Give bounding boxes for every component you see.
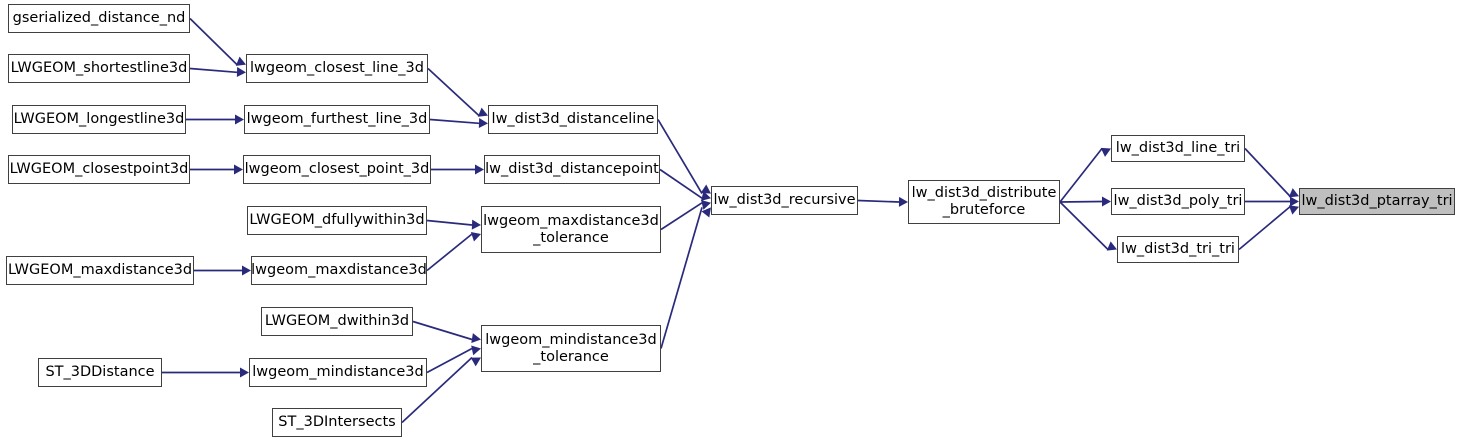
edge-LWGEOM_maxdistance3d-to-lwgeom_maxdistance3d xyxy=(194,265,251,276)
edge-lw_dist3d_line_tri-to-lw_dist3d_ptarray_tri xyxy=(1244,147,1299,198)
node-lwgeom_furthest_line_3d[interactable]: lwgeom_furthest_line_3d xyxy=(244,105,430,134)
edge-LWGEOM_shortestline3d-to-lwgeom_closest_line_3d xyxy=(189,67,246,78)
edge-lwgeom_maxdistance3d_tolerance-to-lw_dist3d_recursive xyxy=(660,200,711,231)
edge-ST_3DDistance-to-lwgeom_mindistance3d xyxy=(162,367,249,378)
node-lwgeom_closest_point_3d[interactable]: lwgeom_closest_point_3d xyxy=(243,155,431,184)
node-lwgeom_maxdistance3d_tolerance[interactable]: lwgeom_maxdistance3d _tolerance xyxy=(481,206,661,253)
edge-lw_dist3d_distribute_bruteforce-to-lw_dist3d_tri_tri xyxy=(1059,201,1117,251)
node-lw_dist3d_recursive[interactable]: lw_dist3d_recursive xyxy=(711,186,858,215)
edge-lw_dist3d_distanceline-to-lw_dist3d_recursive xyxy=(657,119,711,195)
edge-lw_dist3d_poly_tri-to-lw_dist3d_ptarray_tri xyxy=(1245,196,1299,207)
node-LWGEOM_dwithin3d[interactable]: LWGEOM_dwithin3d xyxy=(261,307,413,336)
edge-lwgeom_maxdistance3d-to-lwgeom_maxdistance3d_tolerance xyxy=(426,232,481,272)
node-lw_dist3d_distanceline[interactable]: lw_dist3d_distanceline xyxy=(488,105,658,134)
edge-lwgeom_closest_point_3d-to-lw_dist3d_distancepoint xyxy=(431,164,484,175)
node-ST_3DDistance[interactable]: ST_3DDistance xyxy=(38,358,162,387)
node-LWGEOM_closestpoint3d[interactable]: LWGEOM_closestpoint3d xyxy=(8,155,190,184)
edge-LWGEOM_dfullywithin3d-to-lwgeom_maxdistance3d_tolerance xyxy=(426,219,481,230)
node-gserialized_distance_nd[interactable]: gserialized_distance_nd xyxy=(8,4,190,33)
node-LWGEOM_longestline3d[interactable]: LWGEOM_longestline3d xyxy=(12,105,186,134)
node-lwgeom_closest_line_3d[interactable]: lwgeom_closest_line_3d xyxy=(246,54,428,83)
node-lw_dist3d_distancepoint[interactable]: lw_dist3d_distancepoint xyxy=(484,155,660,184)
edge-lwgeom_closest_line_3d-to-lw_dist3d_distanceline xyxy=(427,67,488,117)
edge-LWGEOM_dwithin3d-to-lwgeom_mindistance3d_tolerance xyxy=(412,320,481,344)
edge-lw_dist3d_tri_tri-to-lw_dist3d_ptarray_tri xyxy=(1238,205,1299,251)
node-LWGEOM_shortestline3d[interactable]: LWGEOM_shortestline3d xyxy=(8,54,190,83)
edge-lw_dist3d_recursive-to-lw_dist3d_distribute_bruteforce xyxy=(857,196,908,207)
edge-LWGEOM_longestline3d-to-lwgeom_furthest_line_3d xyxy=(186,114,244,125)
node-lw_dist3d_ptarray_tri[interactable]: lw_dist3d_ptarray_tri xyxy=(1299,188,1455,215)
node-lw_dist3d_tri_tri[interactable]: lw_dist3d_tri_tri xyxy=(1117,236,1239,263)
node-lw_dist3d_poly_tri[interactable]: lw_dist3d_poly_tri xyxy=(1111,188,1245,215)
node-LWGEOM_maxdistance3d[interactable]: LWGEOM_maxdistance3d xyxy=(6,256,194,285)
edge-lwgeom_mindistance3d-to-lwgeom_mindistance3d_tolerance xyxy=(426,345,481,374)
edge-gserialized_distance_nd-to-lwgeom_closest_line_3d xyxy=(189,17,246,66)
edge-lw_dist3d_distribute_bruteforce-to-lw_dist3d_line_tri xyxy=(1059,147,1111,203)
edge-lw_dist3d_distribute_bruteforce-to-lw_dist3d_poly_tri xyxy=(1059,196,1111,207)
edge-lwgeom_mindistance3d_tolerance-to-lw_dist3d_recursive xyxy=(660,207,711,349)
node-LWGEOM_dfullywithin3d[interactable]: LWGEOM_dfullywithin3d xyxy=(247,206,427,235)
edge-LWGEOM_closestpoint3d-to-lwgeom_closest_point_3d xyxy=(190,164,243,175)
node-lwgeom_mindistance3d[interactable]: lwgeom_mindistance3d xyxy=(249,358,427,387)
edge-lw_dist3d_distancepoint-to-lw_dist3d_recursive xyxy=(659,168,711,201)
node-lw_dist3d_line_tri[interactable]: lw_dist3d_line_tri xyxy=(1111,135,1245,162)
node-lwgeom_maxdistance3d[interactable]: lwgeom_maxdistance3d xyxy=(251,256,427,285)
edge-lwgeom_furthest_line_3d-to-lw_dist3d_distanceline xyxy=(429,118,488,129)
node-lwgeom_mindistance3d_tolerance[interactable]: lwgeom_mindistance3d _tolerance xyxy=(481,325,661,372)
node-ST_3DIntersects[interactable]: ST_3DIntersects xyxy=(272,408,402,437)
node-lw_dist3d_distribute_bruteforce[interactable]: lw_dist3d_distribute _bruteforce xyxy=(908,180,1060,224)
